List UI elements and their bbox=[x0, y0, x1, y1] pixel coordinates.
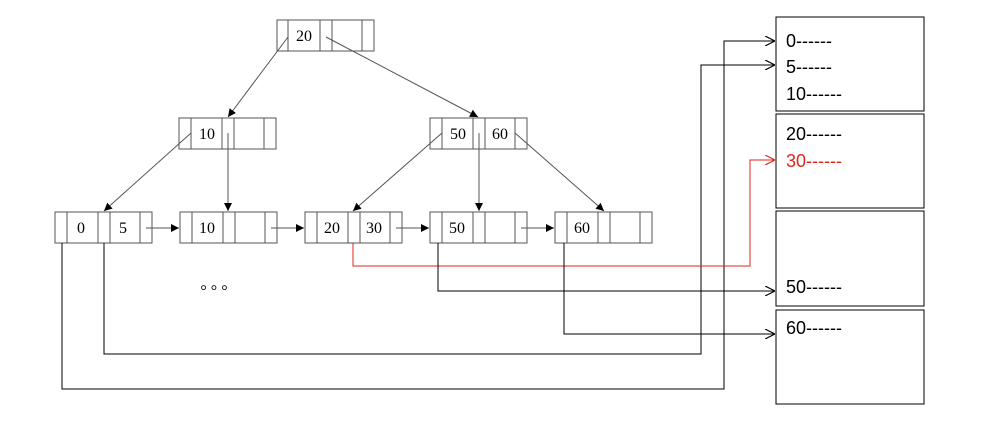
pointer-key-50 bbox=[437, 243, 775, 291]
leaf-3-key-1: 30 bbox=[366, 220, 382, 237]
leaf-2-key-0: 10 bbox=[199, 220, 215, 237]
pointer-key-30 bbox=[352, 160, 775, 267]
record-60: 60------ bbox=[786, 318, 842, 338]
leaf-5-key-0: 60 bbox=[574, 220, 590, 237]
record-30: 30------ bbox=[786, 151, 842, 171]
leaf-1-key-0: 0 bbox=[77, 220, 85, 237]
record-pointers bbox=[61, 41, 775, 390]
leaf-3-key-0: 20 bbox=[324, 220, 340, 237]
ellipsis: ° ° ° bbox=[200, 283, 227, 300]
pointer-key-60 bbox=[563, 243, 775, 334]
record-50: 50------ bbox=[786, 277, 842, 297]
record-0: 0------ bbox=[786, 31, 832, 51]
internal-right-key-1: 60 bbox=[492, 126, 508, 143]
leaf-4-key-0: 50 bbox=[449, 220, 465, 237]
data-page-2 bbox=[775, 113, 925, 209]
edge-root-to-right bbox=[325, 36, 479, 118]
edge-right-to-leaf5 bbox=[514, 132, 605, 212]
internal-right-key-0: 50 bbox=[450, 126, 466, 143]
leaf-node-3: 20 30 bbox=[304, 211, 403, 244]
internal-left-key-0: 10 bbox=[199, 126, 215, 143]
tree-edges bbox=[103, 36, 605, 212]
leaf-1-key-1: 5 bbox=[119, 220, 127, 237]
leaf-node-2: 10 bbox=[179, 211, 278, 244]
edge-left-to-leaf1 bbox=[103, 132, 192, 212]
record-10: 10------ bbox=[786, 84, 842, 104]
record-5: 5------ bbox=[786, 57, 832, 77]
edge-root-to-left bbox=[227, 36, 289, 118]
pointer-key-5 bbox=[103, 65, 775, 355]
data-page-3 bbox=[775, 210, 925, 307]
leaf-node-1: 0 5 bbox=[54, 211, 153, 244]
data-pages: 0------ 5------ 10------ 20------ 30----… bbox=[775, 16, 925, 405]
root-node: 20 bbox=[276, 19, 375, 52]
data-page-1 bbox=[775, 16, 925, 112]
data-page-4 bbox=[775, 309, 925, 405]
root-key-0: 20 bbox=[296, 28, 312, 45]
edge-right-to-leaf3 bbox=[352, 132, 443, 212]
pointer-key-0 bbox=[61, 41, 775, 390]
leaf-node-5: 60 bbox=[554, 211, 653, 244]
record-20: 20------ bbox=[786, 124, 842, 144]
leaf-node-4: 50 bbox=[429, 211, 528, 244]
